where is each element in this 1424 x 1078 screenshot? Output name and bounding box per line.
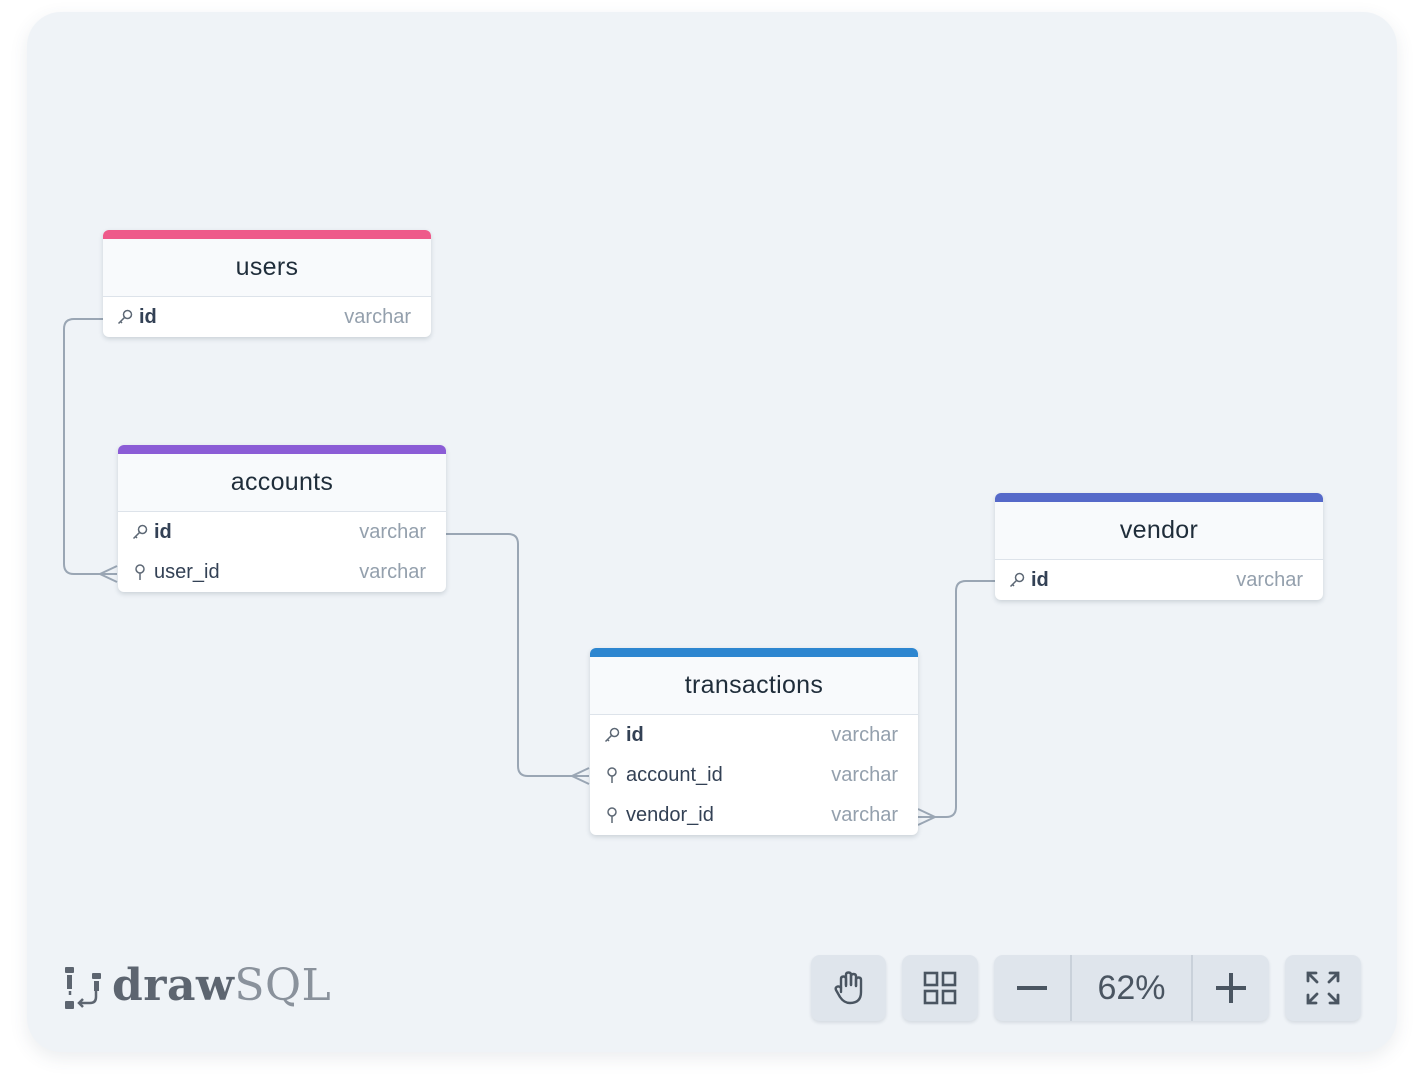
table-title[interactable]: accounts — [118, 454, 446, 512]
column-type: varchar — [344, 305, 411, 328]
drawsql-logo-icon — [65, 966, 101, 1009]
column-type: varchar — [831, 763, 898, 786]
column-type: varchar — [831, 803, 898, 826]
column-row[interactable]: id varchar — [103, 297, 431, 337]
drawsql-wordmark: drawSQL — [112, 960, 332, 1011]
hand-icon — [834, 971, 862, 1005]
primary-key-icon — [115, 307, 135, 327]
column-row[interactable]: id varchar — [118, 512, 446, 552]
divider — [1191, 955, 1193, 1021]
column-type: varchar — [1236, 568, 1303, 591]
table-accent-bar — [590, 648, 918, 657]
link-users-accounts — [63, 318, 117, 575]
crowfoot-transactions-vendor_id — [917, 808, 938, 826]
fullscreen-button[interactable] — [1285, 955, 1361, 1021]
zoom-controls: 62% — [994, 955, 1269, 1021]
zoom-in-button[interactable] — [1193, 955, 1269, 1021]
table-accounts[interactable]: accounts id varchar user_id varchar — [118, 445, 446, 592]
link-vendor-transactions — [918, 580, 995, 818]
column-name: id — [139, 305, 157, 328]
column-name: vendor_id — [626, 803, 714, 826]
grid-button[interactable] — [902, 955, 978, 1021]
drawsql-logo: drawSQL — [62, 960, 331, 1011]
column-row[interactable]: id varchar — [995, 560, 1323, 600]
zoom-level-value: 62% — [1097, 968, 1166, 1007]
foreign-key-icon — [130, 562, 150, 582]
foreign-key-icon — [602, 805, 622, 825]
minus-icon — [1017, 986, 1047, 990]
table-transactions[interactable]: transactions id varchar account_id varch… — [590, 648, 918, 835]
grid-icon — [923, 971, 957, 1005]
column-type: varchar — [359, 560, 426, 583]
table-accent-bar — [118, 445, 446, 454]
table-title[interactable]: vendor — [995, 502, 1323, 560]
plus-icon — [1216, 973, 1246, 1003]
column-row[interactable]: account_id varchar — [590, 755, 918, 795]
zoom-level[interactable]: 62% — [1072, 955, 1191, 1021]
column-type: varchar — [831, 723, 898, 746]
column-name: id — [626, 723, 644, 746]
column-row[interactable]: user_id varchar — [118, 552, 446, 592]
pan-button[interactable] — [811, 955, 886, 1021]
crowfoot-accounts-user_id — [97, 565, 118, 583]
divider — [1070, 955, 1072, 1021]
primary-key-icon — [602, 725, 622, 745]
column-row[interactable]: id varchar — [590, 715, 918, 755]
column-name: id — [154, 520, 172, 543]
column-type: varchar — [359, 520, 426, 543]
table-title[interactable]: users — [103, 239, 431, 297]
table-accent-bar — [103, 230, 431, 239]
column-row[interactable]: vendor_id varchar — [590, 795, 918, 835]
primary-key-icon — [1007, 570, 1027, 590]
table-title[interactable]: transactions — [590, 657, 918, 715]
column-name: id — [1031, 568, 1049, 591]
expand-icon — [1306, 971, 1340, 1005]
link-accounts-transactions — [446, 533, 589, 777]
column-name: user_id — [154, 560, 220, 583]
zoom-out-button[interactable] — [994, 955, 1070, 1021]
table-users[interactable]: users id varchar — [103, 230, 431, 337]
table-accent-bar — [995, 493, 1323, 502]
crowfoot-transactions-account_id — [569, 767, 590, 785]
column-name: account_id — [626, 763, 723, 786]
primary-key-icon — [130, 522, 150, 542]
foreign-key-icon — [602, 765, 622, 785]
table-vendor[interactable]: vendor id varchar — [995, 493, 1323, 600]
